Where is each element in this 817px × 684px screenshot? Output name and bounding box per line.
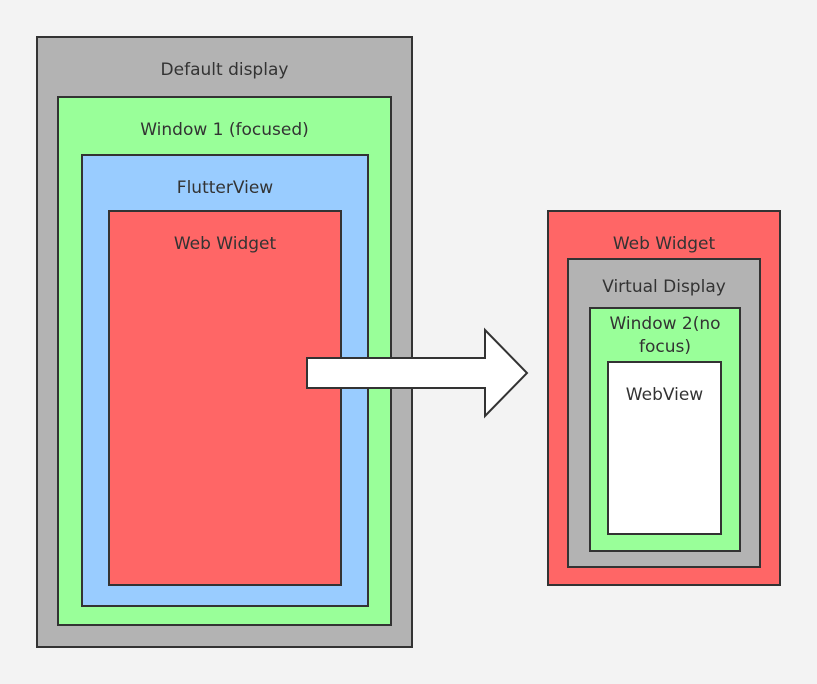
web-widget-right-label: Web Widget (612, 234, 716, 254)
flutter-view-label: FlutterView (176, 178, 274, 198)
default-display-label: Default display (160, 60, 289, 80)
window2-label: Window 2(no focus) (609, 314, 721, 357)
web-widget-left-box: Web Widget (108, 210, 342, 586)
window1-label: Window 1 (focused) (140, 120, 309, 140)
webview-box: WebView (607, 361, 722, 535)
webview-label: WebView (625, 385, 704, 405)
virtual-display-label: Virtual Display (602, 277, 726, 297)
web-widget-left-label: Web Widget (173, 234, 277, 254)
